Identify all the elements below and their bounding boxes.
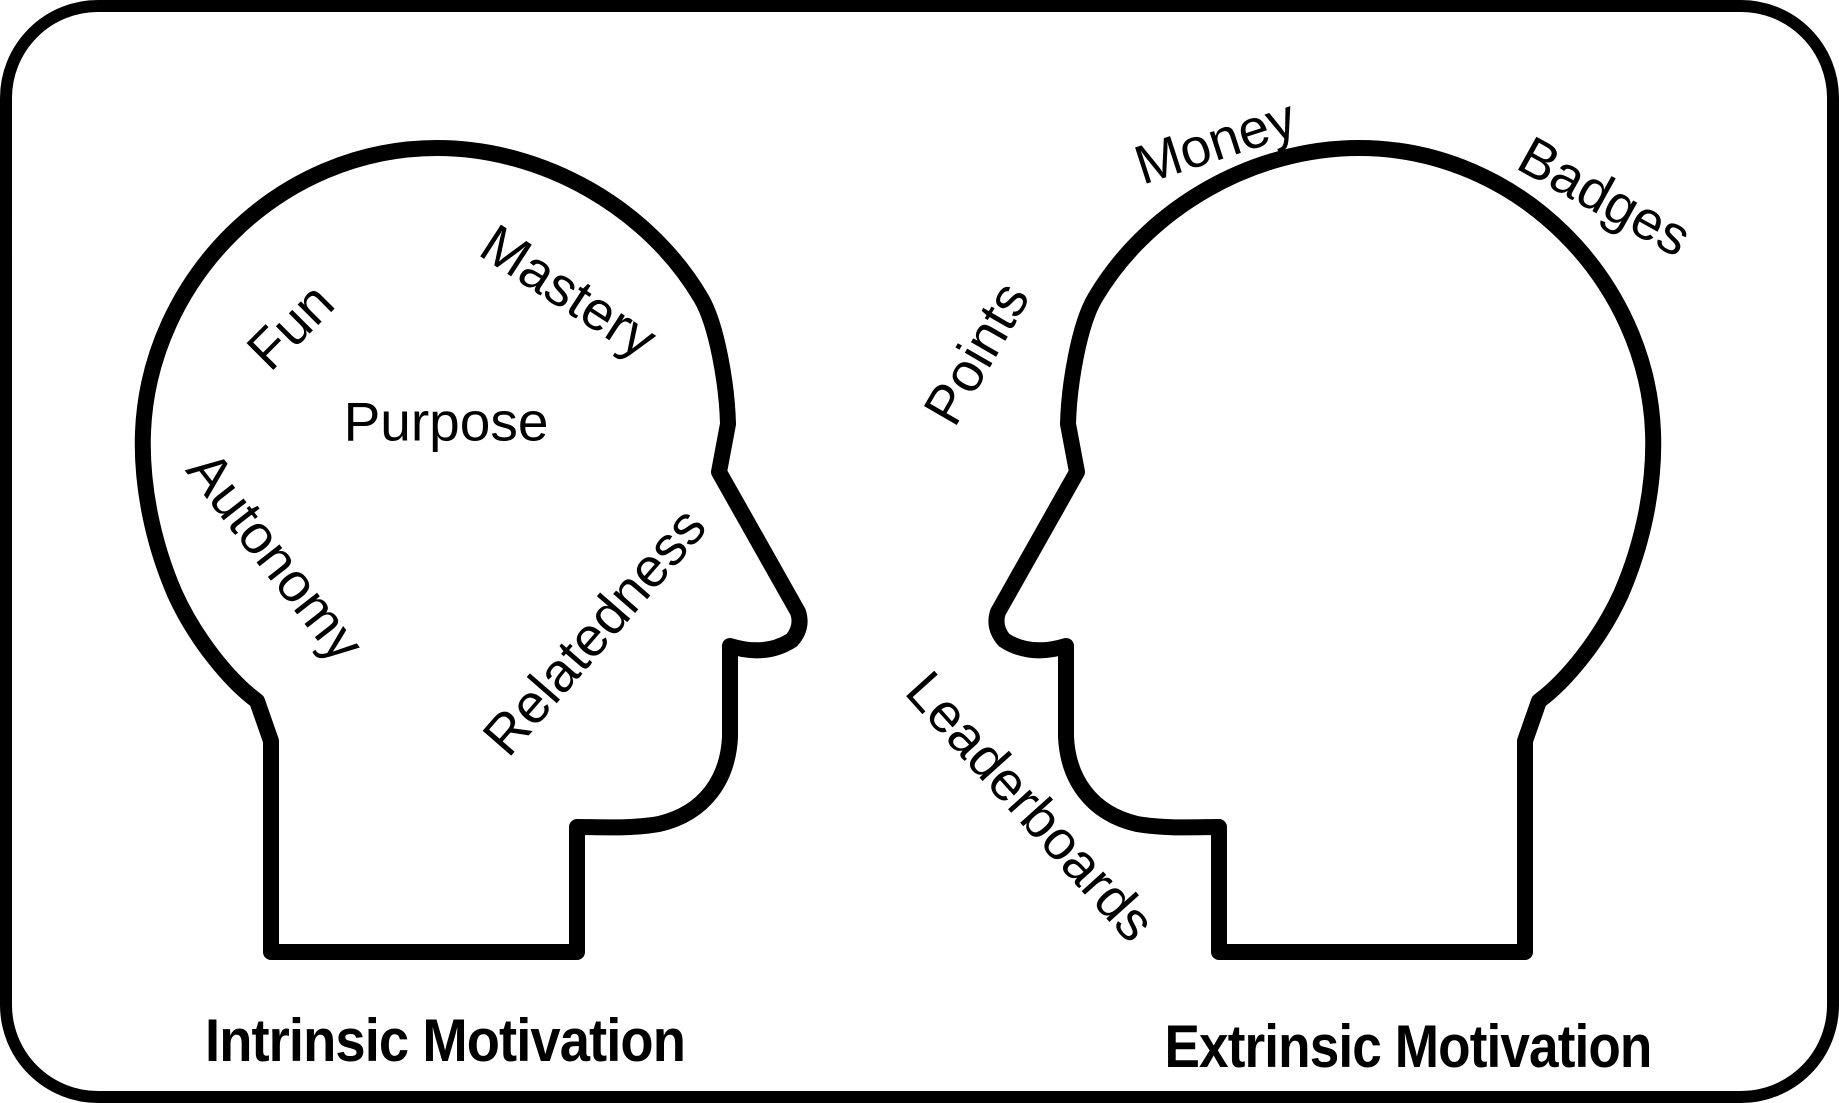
caption-extrinsic-motivation: Extrinsic Motivation: [1165, 1013, 1652, 1080]
word-purpose: Purpose: [344, 390, 549, 452]
caption-intrinsic-motivation: Intrinsic Motivation: [205, 1007, 685, 1074]
